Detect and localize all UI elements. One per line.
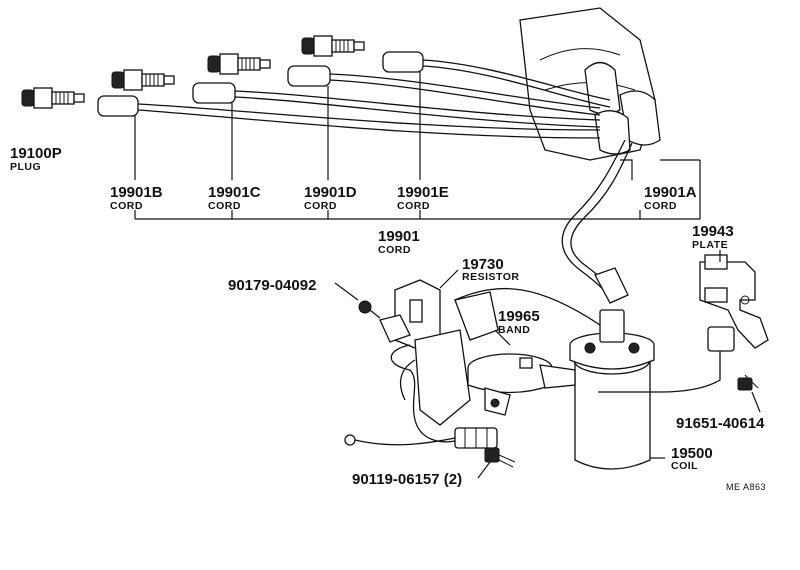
cord-e-part-number: 19901E xyxy=(397,184,449,201)
harness-connector xyxy=(344,427,516,468)
plate-bracket xyxy=(659,254,769,393)
band-name: BAND xyxy=(498,324,530,336)
cord-a xyxy=(561,139,633,304)
cord-a-part-number: 19901A xyxy=(644,184,697,201)
cord-e-name: CORD xyxy=(397,200,430,212)
plate-part-number: 19943 xyxy=(692,223,734,240)
cord-a-name: CORD xyxy=(644,200,677,212)
spark-plug-1 xyxy=(21,87,85,109)
plug-name: PLUG xyxy=(10,161,41,173)
cord-set-name: CORD xyxy=(378,244,411,256)
cord-d xyxy=(287,65,601,116)
resistor-bolt-part-number: 90179-04092 xyxy=(228,277,316,294)
spark-plug-3 xyxy=(207,53,271,75)
cord-b-part-number: 19901B xyxy=(110,184,163,201)
resistor-part-number: 19730 xyxy=(462,256,504,273)
callout-leaders xyxy=(334,250,761,479)
figure-reference: ME A863 xyxy=(726,482,766,492)
band-clamp xyxy=(467,353,576,416)
cord-b xyxy=(97,95,601,139)
cord-b-name: CORD xyxy=(110,200,143,212)
cord-c xyxy=(192,82,601,128)
cord-set-part-number: 19901 xyxy=(378,228,420,245)
band-part-number: 19965 xyxy=(498,308,540,325)
cord-d-part-number: 19901D xyxy=(304,184,357,201)
resistor-name: RESISTOR xyxy=(462,271,519,283)
coil-part-number: 19500 xyxy=(671,445,713,462)
ignition-coil xyxy=(569,309,660,470)
cord-leader-lines xyxy=(134,72,701,220)
band-bolt-part-number: 90119-06157 (2) xyxy=(352,471,462,488)
spark-plug-2 xyxy=(111,69,175,91)
cord-c-part-number: 19901C xyxy=(208,184,261,201)
coil-name: COIL xyxy=(671,460,698,472)
cord-e xyxy=(382,51,611,108)
plate-name: PLATE xyxy=(692,239,728,251)
plate-bolt-part-number: 91651-40614 xyxy=(676,415,765,432)
cord-d-name: CORD xyxy=(304,200,337,212)
distributor-cap xyxy=(519,7,661,161)
plug-part-number: 19100P xyxy=(10,145,62,162)
spark-plug-4 xyxy=(301,35,365,57)
resistor-assembly xyxy=(358,279,601,443)
cord-c-name: CORD xyxy=(208,200,241,212)
